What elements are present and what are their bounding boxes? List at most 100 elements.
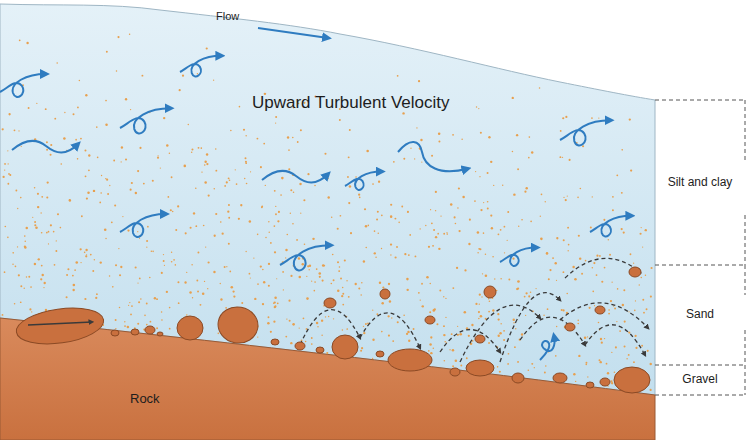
sediment-grain: [624, 321, 626, 323]
sediment-grain: [452, 287, 454, 289]
sediment-grain: [430, 209, 431, 210]
sediment-grain: [429, 311, 431, 313]
sediment-grain: [358, 194, 360, 196]
sediment-grain: [228, 204, 230, 206]
sediment-grain: [186, 314, 188, 316]
pebble: [177, 316, 203, 340]
sediment-grain: [499, 332, 501, 334]
sediment-grain: [100, 192, 102, 194]
sediment-grain: [107, 193, 109, 195]
sediment-grain: [171, 176, 173, 178]
sediment-grain: [563, 271, 565, 273]
sediment-grain: [109, 275, 111, 277]
sediment-grain: [468, 243, 470, 245]
sediment-grain: [344, 259, 346, 261]
sediment-grain: [34, 221, 36, 223]
sediment-grain: [139, 147, 141, 149]
sediment-grain: [612, 196, 614, 198]
sediment-grain: [197, 291, 199, 293]
sediment-grain: [525, 187, 527, 189]
sediment-grain: [139, 278, 141, 280]
sediment-grain: [57, 213, 59, 215]
sediment-grain: [544, 372, 546, 374]
sediment-grain: [372, 183, 374, 185]
turbulence-arrow: [120, 214, 166, 237]
sediment-grain: [420, 139, 422, 141]
sediment-grain: [130, 314, 132, 316]
sediment-grain: [257, 234, 259, 236]
pebble: [450, 368, 460, 376]
sediment-grain: [607, 372, 609, 374]
sediment-grain: [633, 361, 635, 363]
sediment-grain: [196, 280, 198, 282]
sediment-grain: [611, 352, 612, 353]
sediment-grain: [302, 263, 304, 265]
sediment-grain: [489, 300, 491, 302]
sediment-grain: [114, 204, 116, 206]
sediment-grain: [418, 80, 420, 82]
sediment-grain: [297, 141, 299, 143]
sediment-grain: [202, 293, 205, 296]
sediment-grain: [230, 130, 232, 132]
sediment-grain: [366, 150, 369, 153]
sediment-grain: [443, 325, 445, 327]
saltation-arrow: [440, 330, 500, 353]
sediment-grain: [228, 177, 230, 179]
sediment-grain: [429, 343, 431, 345]
sediment-grain: [239, 106, 241, 108]
sediment-grain: [541, 193, 543, 195]
sediment-grain: [479, 176, 480, 177]
turbulence-arrow: [180, 56, 221, 77]
sediment-grain: [204, 281, 205, 282]
sediment-grain: [105, 123, 108, 126]
sediment-grain: [256, 138, 258, 140]
sediment-grain: [311, 343, 313, 345]
sediment-grain: [531, 363, 533, 365]
sediment-grain: [601, 281, 603, 283]
sediment-grain: [105, 100, 107, 102]
sediment-grain: [431, 155, 433, 157]
sediment-grain: [48, 231, 50, 233]
sediment-grain: [616, 174, 618, 176]
sediment-grain: [121, 146, 123, 148]
sediment-grain: [48, 243, 49, 244]
sediment-grain: [169, 152, 170, 153]
sediment-grain: [195, 225, 197, 227]
sediment-grain: [487, 201, 489, 203]
sediment-grain: [197, 73, 198, 74]
sediment-grain: [17, 208, 18, 209]
sediment-grain: [326, 352, 328, 354]
sediment-grain: [146, 303, 148, 305]
sediment-grain: [378, 233, 379, 234]
sediment-grain: [339, 266, 341, 268]
sediment-grain: [452, 134, 454, 136]
sediment-grain: [69, 199, 71, 201]
sediment-grain: [8, 163, 9, 164]
sediment-grain: [556, 280, 557, 281]
sediment-grain: [355, 283, 357, 285]
sediment-grain: [580, 188, 582, 190]
sediment-grain: [184, 281, 186, 283]
sediment-grain: [306, 297, 309, 300]
sediment-grain: [377, 211, 379, 213]
sediment-grain: [156, 298, 158, 300]
sediment-grain: [96, 126, 98, 128]
sediment-grain: [606, 363, 608, 365]
sediment-grain: [584, 337, 587, 340]
turbulence-arrow: [12, 141, 78, 152]
sediment-grain: [479, 248, 481, 250]
sediment-grain: [55, 250, 57, 252]
sediment-grain: [161, 311, 163, 313]
sediment-grain: [408, 340, 410, 342]
sediment-grain: [149, 277, 151, 279]
sediment-grain: [621, 192, 623, 194]
sediment-grain: [43, 287, 44, 288]
sediment-grain: [195, 188, 197, 190]
sediment-grain: [569, 159, 571, 161]
sediment-grain: [214, 235, 216, 237]
sediment-grain: [281, 177, 284, 180]
sediment-grain: [150, 321, 152, 323]
layer-brackets: [655, 100, 745, 395]
sediment-grain: [164, 265, 165, 266]
sediment-grain: [206, 163, 208, 165]
